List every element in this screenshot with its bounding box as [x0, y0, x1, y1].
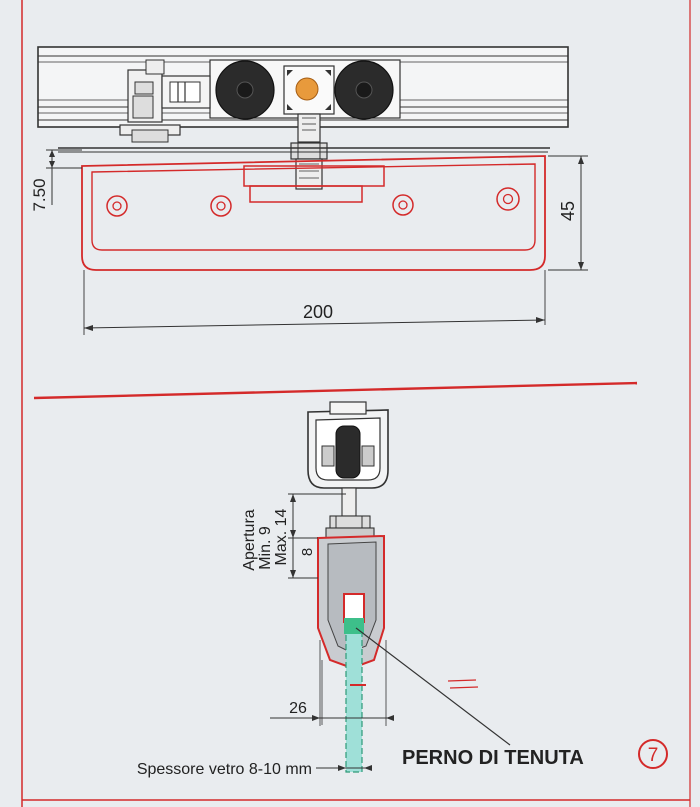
glass-thickness-label: Spessore vetro 8-10 mm	[137, 761, 312, 778]
dimension-8-label: 8	[299, 548, 316, 556]
screw-hole-icon	[210, 195, 232, 217]
side-view: Max. 14 Min. 9 Apertura 8 26 Spessore ve…	[137, 401, 668, 778]
pin-leader-line	[355, 627, 511, 746]
clamp-plate	[81, 155, 546, 271]
center-pin-icon	[295, 77, 319, 101]
opening-label: Apertura	[241, 509, 258, 570]
screw-hole-icon	[392, 194, 414, 216]
width-dimension-label: 200	[303, 302, 333, 322]
dimension-offset: 7.50	[30, 149, 82, 212]
opening-max-label: Max. 14	[273, 508, 290, 565]
screw-hole-icon	[496, 187, 520, 211]
section-separator	[33, 381, 638, 400]
side-bolt	[325, 515, 375, 539]
pin-socket	[343, 593, 365, 623]
dimension-opening: Max. 14 Min. 9 Apertura 8	[241, 493, 346, 579]
hanger-bolt	[290, 113, 328, 190]
dimension-26-label: 26	[289, 700, 307, 717]
dimension-height: 45	[548, 155, 588, 271]
step-number-badge	[638, 739, 668, 769]
glass-thickness-callout: Spessore vetro 8-10 mm	[137, 761, 372, 778]
dimension-width: 200	[83, 270, 546, 335]
height-dimension-label: 45	[558, 201, 578, 221]
rail-section	[307, 401, 389, 517]
offset-dimension-label: 7.50	[30, 178, 49, 211]
pin-label: PERNO DI TENUTA	[402, 747, 584, 769]
dimension-26: 26	[270, 640, 394, 726]
step-number: 7	[648, 745, 659, 766]
top-view: 7.50 45 200	[30, 46, 588, 335]
opening-min-label: Min. 9	[257, 526, 274, 570]
screw-hole-icon	[106, 195, 128, 217]
